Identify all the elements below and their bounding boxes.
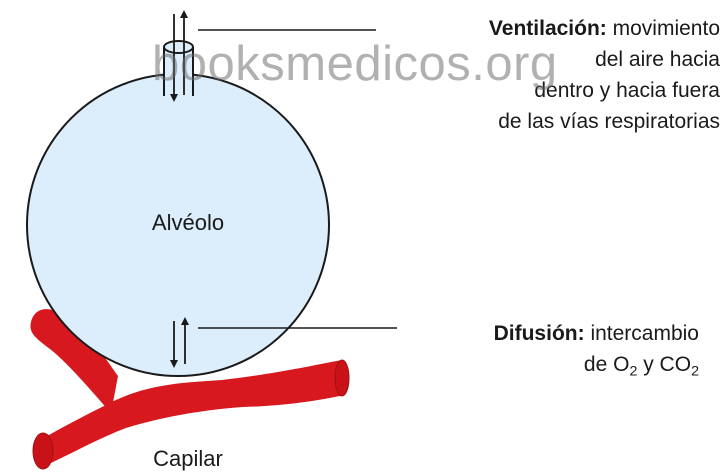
diffusion-arrows — [170, 317, 397, 368]
co2-prefix: y CO — [637, 353, 692, 376]
o2-subscript: 2 — [629, 363, 638, 380]
capillary-upper-branch — [30, 309, 118, 413]
co2-subscript: 2 — [691, 363, 699, 380]
ventilation-line-2: del aire hacia — [595, 48, 720, 71]
ventilation-arrows — [170, 10, 376, 102]
alveolus-label: Alvéolo — [151, 210, 225, 235]
ventilation-line-1: Ventilación: movimiento — [390, 13, 720, 44]
capillary-right-opening — [334, 359, 350, 397]
ventilation-line-1-text: movimiento — [612, 17, 720, 40]
watermark-text: booksmedicos.org — [152, 37, 558, 91]
ventilation-term: Ventilación: — [488, 17, 607, 40]
capillary-label: Capilar — [153, 446, 223, 471]
capillary-main-channel — [38, 360, 345, 464]
diffusion-term: Difusión: — [493, 322, 585, 345]
diffusion-caption: Difusión: intercambio de O2 y CO2 — [369, 318, 699, 380]
diffusion-line-2: de O2 y CO2 — [369, 349, 699, 380]
capillary-vessel — [30, 309, 350, 470]
capillary-left-opening — [32, 432, 54, 470]
ventilation-caption: Ventilación: movimiento del aire hacia d… — [390, 13, 720, 137]
airway-neck — [163, 40, 194, 96]
diffusion-line-1-text: intercambio — [590, 322, 699, 345]
diffusion-line-1: Difusión: intercambio — [369, 318, 699, 349]
airway-opening — [163, 40, 194, 54]
o2-prefix: de O — [583, 353, 630, 376]
ventilation-line-3: dentro y hacia fuera — [534, 79, 720, 102]
ventilation-line-4: de las vías respiratorias — [498, 110, 720, 133]
